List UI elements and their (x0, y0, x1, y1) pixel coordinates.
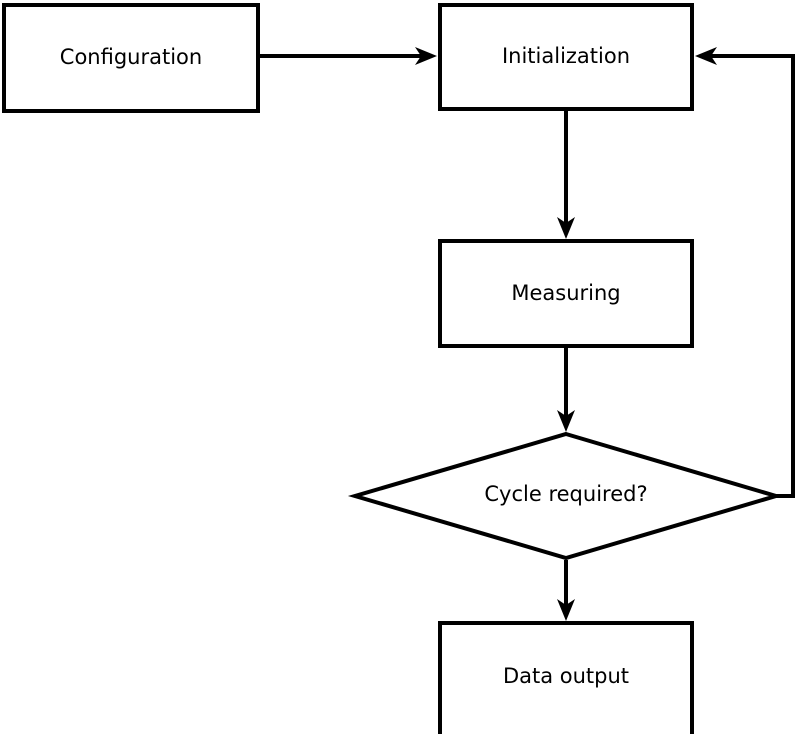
node-cycle-required[interactable]: Cycle required? (347, 431, 784, 561)
arrow-head-icon (695, 47, 717, 65)
node-shape-diamond (347, 431, 784, 561)
edge-measuring-to-cycle-required (557, 348, 575, 432)
node-measuring[interactable]: Measuring (438, 239, 694, 348)
node-configuration[interactable]: Configuration (2, 3, 260, 113)
node-initialization[interactable]: Initialization (438, 3, 694, 111)
node-label-initialization: Initialization (502, 44, 630, 68)
arrow-head-icon (557, 599, 575, 621)
arrow-head-icon (557, 410, 575, 432)
edge-line (707, 54, 795, 498)
arrow-head-icon (415, 47, 437, 65)
edge-configuration-to-initialization (260, 47, 437, 65)
node-label-cycle-required: Cycle required? (484, 482, 647, 506)
node-label-measuring: Measuring (511, 281, 620, 305)
node-shape-rectangle (2, 3, 260, 113)
edge-cycle-required-to-data-output (557, 560, 575, 621)
edge-initialization-to-measuring (557, 111, 575, 239)
node-shape-rectangle (438, 3, 694, 111)
arrow-head-icon (557, 217, 575, 239)
edge-cycle-required-to-initialization-loop (695, 47, 795, 498)
node-data-output[interactable]: Data output (438, 621, 694, 734)
node-label-data-output: Data output (503, 664, 629, 688)
node-shape-rectangle (438, 239, 694, 348)
node-label-configuration: Configuration (60, 45, 202, 69)
node-shape-rectangle (438, 621, 694, 734)
